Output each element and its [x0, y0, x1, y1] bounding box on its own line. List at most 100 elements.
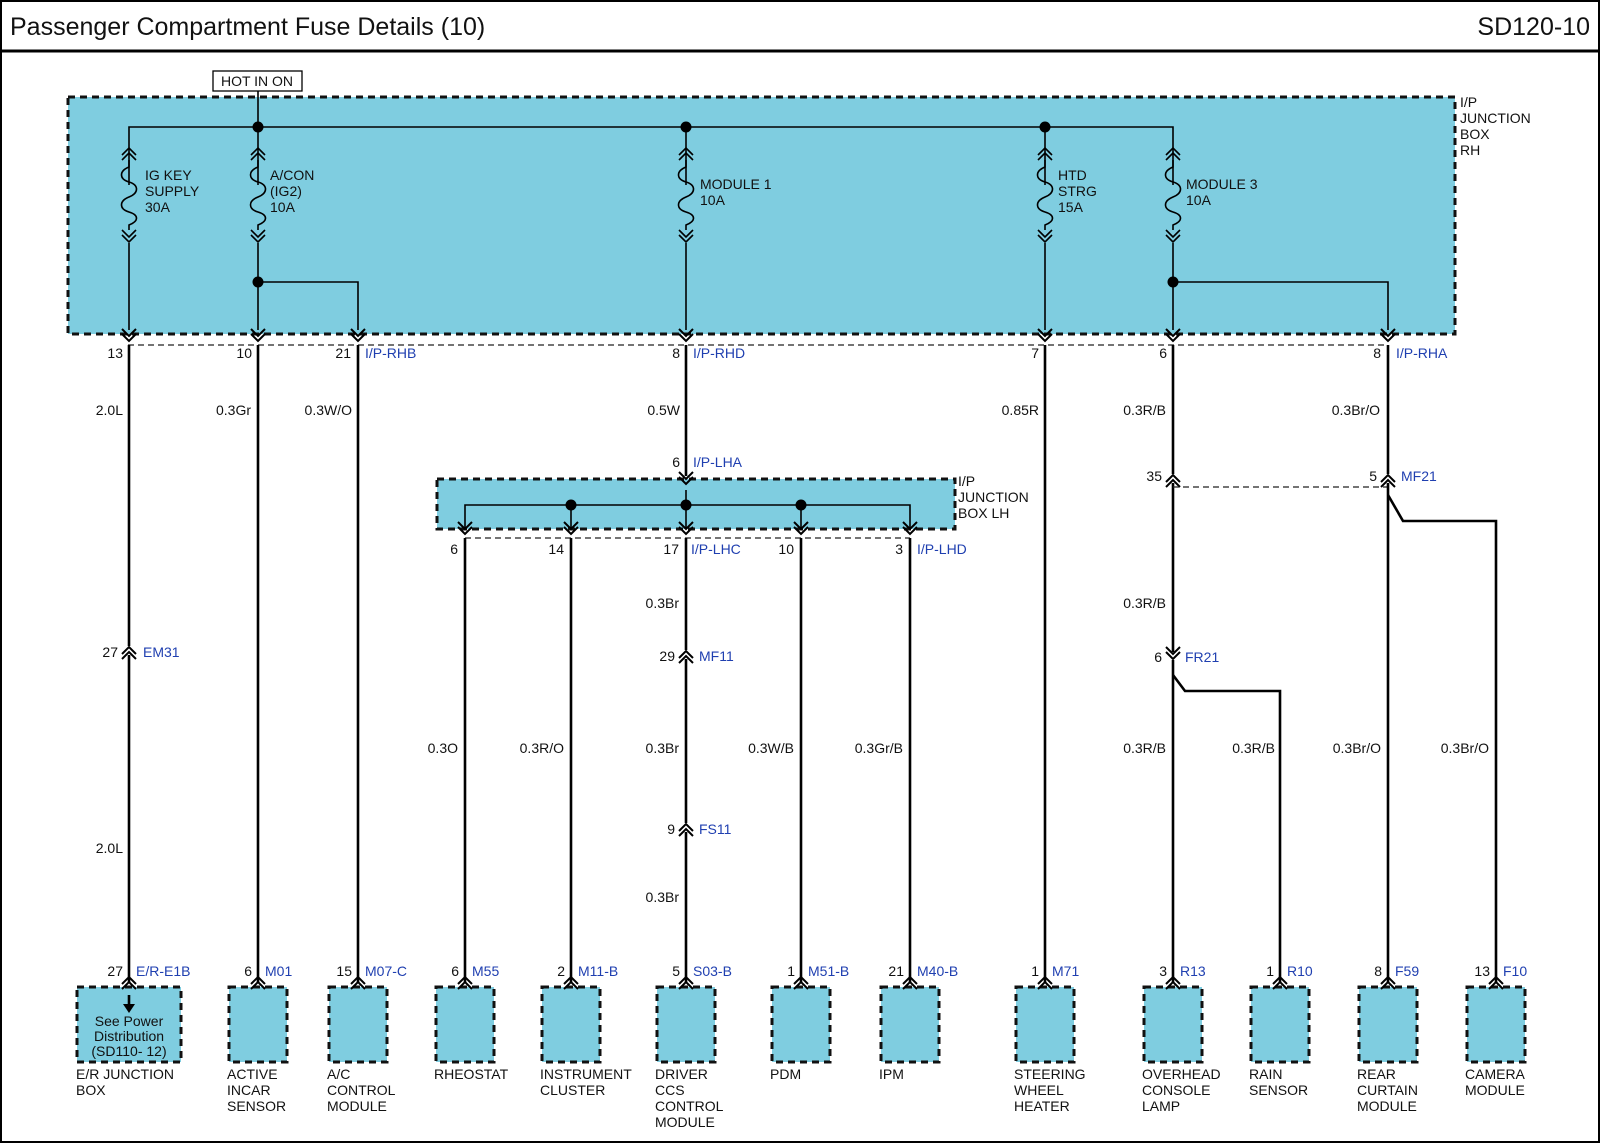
connector-id: MF11	[699, 648, 734, 664]
fuse-label: A/CON(IG2)10A	[270, 167, 314, 215]
wire-label: 0.3Br/O	[1332, 402, 1380, 418]
rh-internal	[1173, 281, 1389, 330]
component-box	[1142, 985, 1204, 1064]
wire-label: 0.3W/B	[748, 740, 794, 756]
connector-id: I/P-LHC	[691, 541, 741, 557]
component-box	[540, 985, 602, 1064]
wire-label: 0.3O	[428, 740, 458, 756]
connector-id: R13	[1180, 963, 1206, 979]
component-box	[1357, 985, 1419, 1064]
splice-dot	[565, 499, 577, 511]
component-box	[1014, 985, 1076, 1064]
pin-number: 27	[107, 963, 123, 979]
component-box	[1465, 985, 1527, 1064]
wire	[1386, 494, 1498, 982]
pin-number: 3	[1159, 963, 1167, 979]
pin-number: 1	[787, 963, 795, 979]
pin-number: 13	[1474, 963, 1490, 979]
component-box	[227, 985, 289, 1064]
connector-id: I/P-LHD	[917, 541, 967, 557]
connector-id: R10	[1287, 963, 1313, 979]
connector-id: FR21	[1185, 649, 1219, 665]
pin-number: 8	[1373, 345, 1381, 361]
splice-dot	[252, 121, 264, 133]
wire	[1171, 674, 1282, 982]
connector-id: F10	[1503, 963, 1527, 979]
component-box	[327, 985, 389, 1064]
wire-label: 0.3Br	[646, 595, 680, 611]
connector-id: FS11	[699, 821, 732, 837]
pin-number: 6	[244, 963, 252, 979]
pin-number: 35	[1146, 468, 1162, 484]
connector-id: E/R-E1B	[136, 963, 190, 979]
pin-number: 8	[1374, 963, 1382, 979]
pin-number: 8	[672, 345, 680, 361]
connector-id: M01	[265, 963, 292, 979]
connector-id: EM31	[143, 644, 180, 660]
junction-box-rh	[66, 95, 1457, 336]
connector-id: F59	[1395, 963, 1419, 979]
pin-number: 10	[236, 345, 252, 361]
connector-id: M55	[472, 963, 499, 979]
wire-label: 0.3R/B	[1232, 740, 1275, 756]
pin-number: 6	[1159, 345, 1167, 361]
splice-dot	[680, 121, 692, 133]
bus-bar	[128, 126, 1174, 185]
connector-id: S03-B	[693, 963, 732, 979]
pin-number: 15	[336, 963, 352, 979]
wire-label: 0.3Br	[646, 889, 680, 905]
pin-number: 5	[1369, 468, 1377, 484]
pin-number: 6	[450, 541, 458, 557]
connector-id: MF21	[1401, 468, 1437, 484]
connector-id: M51-B	[808, 963, 849, 979]
wire-label: 0.3Br/O	[1441, 740, 1489, 756]
connector-id: I/P-LHA	[693, 454, 743, 470]
pin-number: 2	[557, 963, 565, 979]
pin-number: 6	[451, 963, 459, 979]
wire-label: 0.3R/B	[1123, 402, 1166, 418]
wire-label: 0.5W	[647, 402, 680, 418]
wire-label: 2.0L	[96, 402, 123, 418]
pin-number: 7	[1031, 345, 1039, 361]
connector-id: I/P-RHB	[365, 345, 416, 361]
connector-id: I/P-RHA	[1396, 345, 1448, 361]
pin-number: 9	[667, 821, 675, 837]
component-box	[655, 985, 717, 1064]
component-box	[1249, 985, 1311, 1064]
pin-number: 29	[659, 648, 675, 664]
component-name: IPM	[879, 1066, 904, 1082]
arrow-down-icon	[123, 1004, 135, 1013]
junction-box-lh-label: I/P JUNCTION BOX LH	[958, 473, 1033, 521]
component-box	[434, 985, 496, 1064]
connector-id: I/P-RHD	[693, 345, 745, 361]
pin-number: 21	[888, 963, 904, 979]
